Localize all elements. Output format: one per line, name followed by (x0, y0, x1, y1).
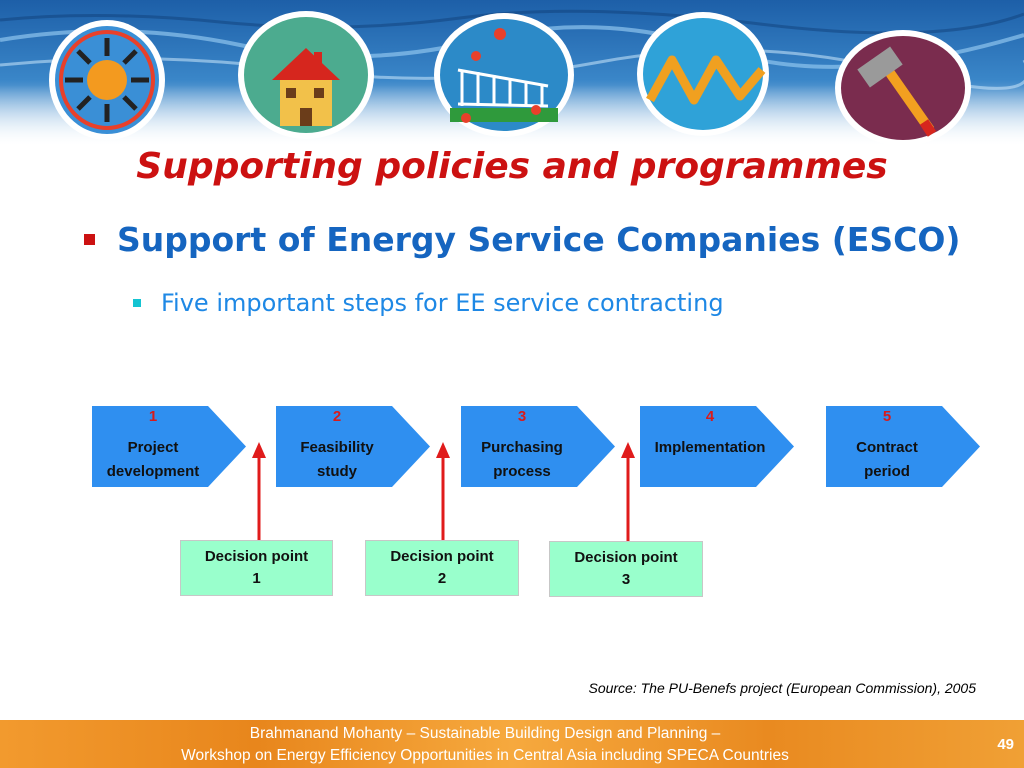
slide-title: Supporting policies and programmes (136, 146, 888, 187)
decision-arrow-3 (621, 442, 635, 541)
step-label-line-1: Implementation (654, 439, 766, 456)
bullet-level-2: Five important steps for EE service cont… (133, 289, 724, 317)
sun-icon (49, 20, 165, 140)
step-label-line-1: Project (127, 439, 179, 456)
step-shape-5 (826, 406, 980, 487)
step-label-line-2: process (493, 463, 551, 480)
decision-number: 1 (252, 570, 261, 587)
step-label-line-1: Contract (856, 439, 918, 456)
house-icon (238, 11, 374, 139)
step-label-line-1: Purchasing (481, 439, 563, 456)
decision-label: Decision point (390, 548, 494, 565)
step-label-line-2: study (316, 463, 357, 480)
decision-number: 3 (621, 571, 631, 588)
step-shape-2 (276, 406, 430, 487)
steps-subheading: Five important steps for EE service cont… (161, 289, 724, 317)
step-label: Implementation (640, 436, 780, 460)
step-number: 2 (332, 408, 342, 425)
banner-art (0, 0, 1024, 145)
sub-bullet-square-icon (133, 299, 141, 307)
decision-number: 2 (437, 570, 447, 587)
step-label: Project development (92, 436, 214, 484)
step-1: 1 Project development (92, 406, 214, 487)
slide-number: 49 (997, 736, 1014, 753)
step-number: 4 (705, 408, 715, 425)
step-shape-1 (92, 406, 246, 487)
process-flow: 1 Project development 2 Feasibility stud… (92, 406, 980, 597)
decision-arrow-2 (436, 442, 450, 540)
step-2: 2 Feasibility study (276, 406, 398, 487)
footer-credit-line-1: Brahmanand Mohanty – Sustainable Buildin… (249, 725, 721, 742)
source-citation: Source: The PU-Benefs project (European … (588, 680, 976, 696)
decision-label: Decision point (204, 548, 309, 565)
step-5: 5 Contract period (826, 406, 948, 487)
footer-credit-line-2: Workshop on Energy Efficiency Opportunit… (181, 747, 789, 764)
decision-point-1: Decision point 1 (180, 540, 333, 596)
decision-point-3: Decision point 3 (549, 541, 703, 597)
step-label: Feasibility study (276, 436, 398, 484)
step-number: 3 (517, 408, 527, 425)
step-label-line-1: Feasibility (300, 439, 374, 456)
footer-bar: Brahmanand Mohanty – Sustainable Buildin… (0, 720, 1024, 768)
bullet-square-icon (84, 234, 95, 245)
step-number: 1 (148, 408, 158, 425)
decision-point-2: Decision point 2 (365, 540, 519, 596)
decision-arrow-1 (252, 442, 266, 540)
esco-heading: Support of Energy Service Companies (ESC… (117, 220, 961, 259)
fence-flowers-icon (434, 13, 574, 137)
step-3: 3 Purchasing process (461, 406, 583, 487)
ruler-icon (637, 12, 769, 136)
step-shape-3 (461, 406, 615, 487)
header-banner (0, 0, 1024, 145)
step-shape-4 (640, 406, 794, 487)
decision-label: Decision point (574, 549, 678, 566)
step-label: Purchasing process (461, 436, 583, 484)
step-number: 5 (882, 408, 892, 425)
step-4: 4 Implementation (640, 406, 780, 487)
step-label-line-2: period (864, 463, 910, 480)
step-label-line-2: development (106, 463, 200, 480)
flow-shapes (92, 406, 980, 541)
hammer-icon (835, 30, 971, 145)
step-label: Contract period (826, 436, 948, 484)
bullet-level-1: Support of Energy Service Companies (ESC… (84, 220, 960, 259)
